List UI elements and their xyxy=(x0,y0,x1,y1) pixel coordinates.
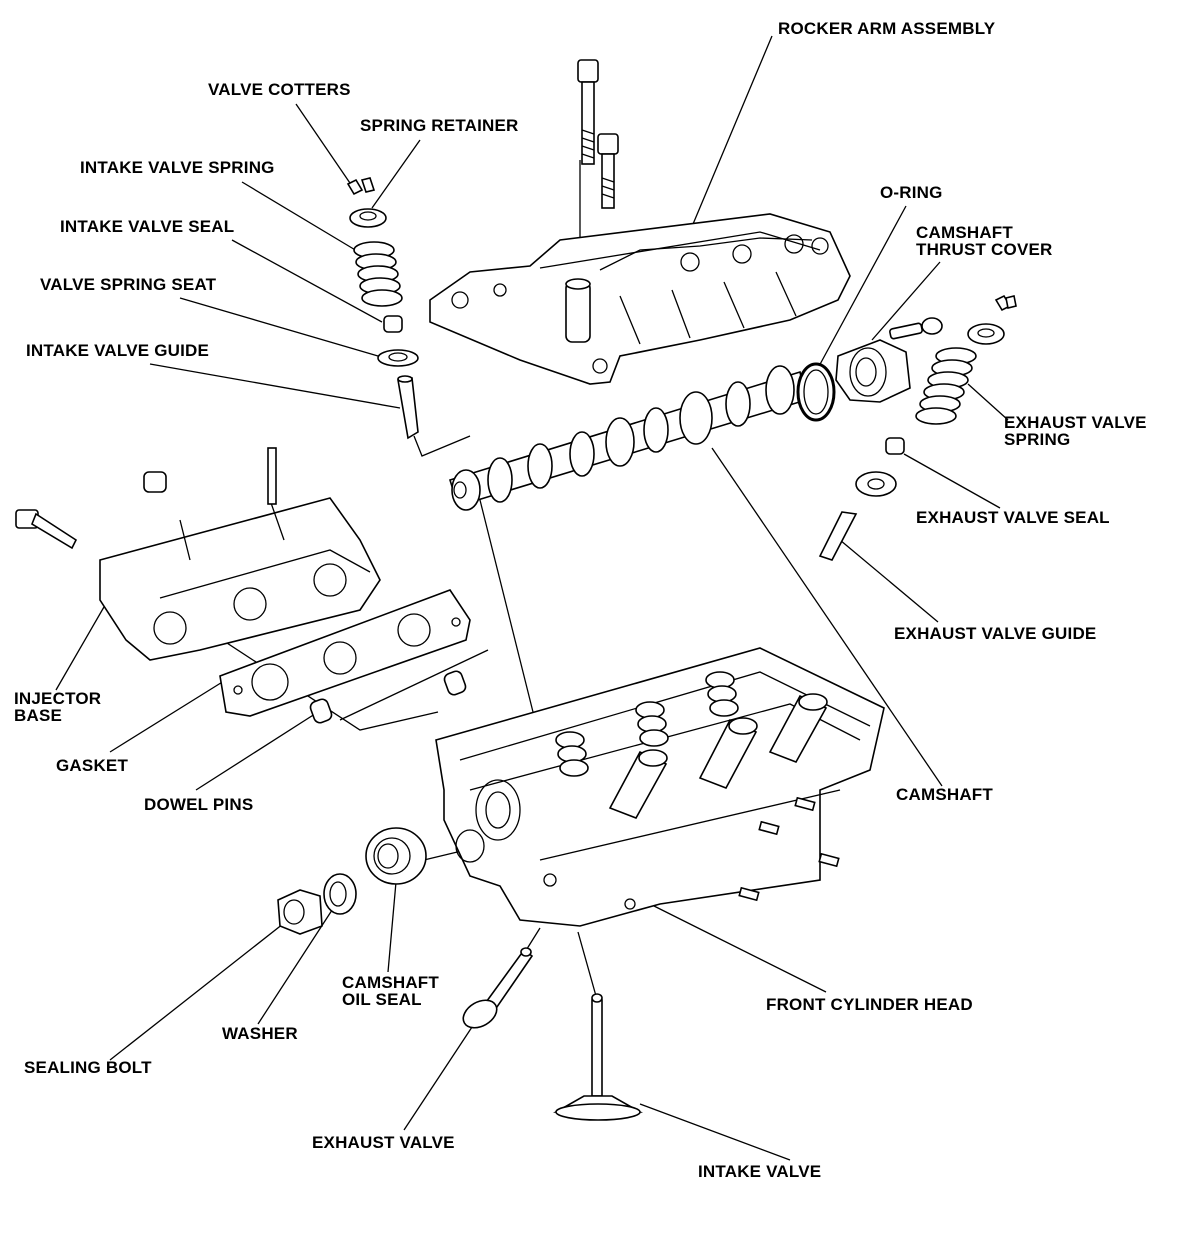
leader-exhaust-valve xyxy=(403,1023,475,1131)
camshaft-oil-seal-part xyxy=(365,827,427,885)
label-injector-base: INJECTOR BASE xyxy=(14,690,101,724)
dowel-pin-2 xyxy=(443,670,467,696)
leader-valve-cotters xyxy=(295,103,353,187)
label-camshaft-thrust-cover: CAMSHAFT THRUST COVER xyxy=(916,224,1053,258)
label-camshaft-thrust-cover-line1: CAMSHAFT xyxy=(916,223,1013,242)
label-valve-cotters: VALVE COTTERS xyxy=(208,80,351,99)
alignment-line-gasket xyxy=(339,649,489,721)
exhaust-valve-part xyxy=(462,947,534,1029)
alignment-line-intake-valve xyxy=(577,931,597,997)
leader-camshaft xyxy=(711,447,943,787)
dowel-pin-1 xyxy=(309,698,333,724)
sealing-bolt-part xyxy=(277,889,323,935)
label-intake-valve-guide: INTAKE VALVE GUIDE xyxy=(26,341,210,360)
leader-camshaft-thrust-cover xyxy=(871,261,941,341)
label-exhaust-valve-spring: EXHAUST VALVE SPRING xyxy=(1004,414,1147,448)
label-spring-retainer: SPRING RETAINER xyxy=(360,116,519,135)
intake-valve-part xyxy=(552,993,644,1121)
leader-intake-valve-guide xyxy=(149,363,401,409)
leader-injector-base xyxy=(55,599,109,691)
leader-gasket xyxy=(109,675,233,753)
leader-dowel-pins xyxy=(195,711,319,791)
alignment-line-cam xyxy=(479,499,541,741)
washer-inner xyxy=(329,881,347,907)
leader-sealing-bolt xyxy=(109,919,289,1061)
intake-valve-stack xyxy=(346,177,419,440)
label-valve-spring-seat: VALVE SPRING SEAT xyxy=(40,275,217,294)
leader-valve-spring-seat xyxy=(179,297,379,357)
intake-spring-coils xyxy=(353,241,403,307)
label-intake-valve-seal: INTAKE VALVE SEAL xyxy=(60,217,235,236)
label-rocker-arm-assembly: ROCKER ARM ASSEMBLY xyxy=(778,19,996,38)
label-camshaft-oil-seal-line2: OIL SEAL xyxy=(342,990,422,1009)
label-exhaust-valve: EXHAUST VALVE xyxy=(312,1133,455,1152)
washer-part xyxy=(323,873,357,915)
leader-front-cylinder-head xyxy=(649,903,827,993)
gasket-part xyxy=(219,589,471,717)
leader-intake-valve-seal xyxy=(231,239,383,323)
label-exhaust-valve-spring-line1: EXHAUST VALVE xyxy=(1004,413,1147,432)
leader-exhaust-valve-guide xyxy=(839,539,939,623)
camshaft-thrust-cover-part xyxy=(835,317,943,403)
front-cylinder-head-part xyxy=(435,647,885,927)
leader-exhaust-valve-spring xyxy=(967,383,1009,421)
label-intake-valve-spring: INTAKE VALVE SPRING xyxy=(80,158,275,177)
camshaft-part xyxy=(449,365,807,511)
leader-exhaust-valve-seal xyxy=(903,453,1001,509)
rocker-arm-assembly xyxy=(429,213,851,385)
rocker-bolts xyxy=(577,59,619,209)
leader-lines xyxy=(55,35,1009,1161)
leader-rocker-arm-assembly xyxy=(687,35,773,237)
exhaust-valve-stack xyxy=(818,294,1017,561)
leader-intake-valve-spring xyxy=(241,181,363,255)
leader-washer xyxy=(257,903,337,1025)
label-washer: WASHER xyxy=(222,1024,298,1043)
label-dowel-pins: DOWEL PINS xyxy=(144,795,254,814)
label-camshaft-thrust-cover-line2: THRUST COVER xyxy=(916,240,1053,259)
leader-camshaft-oil-seal xyxy=(387,881,397,973)
label-camshaft-oil-seal-line1: CAMSHAFT xyxy=(342,973,439,992)
alignment-line-guide xyxy=(413,435,471,457)
label-exhaust-valve-guide: EXHAUST VALVE GUIDE xyxy=(894,624,1097,643)
label-camshaft-oil-seal: CAMSHAFT OIL SEAL xyxy=(342,974,439,1008)
label-intake-valve: INTAKE VALVE xyxy=(698,1162,822,1181)
o-ring-inner xyxy=(803,369,829,415)
label-camshaft: CAMSHAFT xyxy=(896,785,993,804)
label-sealing-bolt: SEALING BOLT xyxy=(24,1058,152,1077)
label-exhaust-valve-spring-line2: SPRING xyxy=(1004,430,1071,449)
label-o-ring: O-RING xyxy=(880,183,943,202)
label-gasket: GASKET xyxy=(56,756,129,775)
label-injector-base-line1: INJECTOR xyxy=(14,689,102,708)
injector-base-part xyxy=(15,447,381,661)
label-front-cylinder-head: FRONT CYLINDER HEAD xyxy=(766,995,973,1014)
leader-spring-retainer xyxy=(371,139,421,209)
leader-o-ring xyxy=(817,205,907,369)
label-exhaust-valve-seal: EXHAUST VALVE SEAL xyxy=(916,508,1110,527)
label-injector-base-line2: BASE xyxy=(14,706,63,725)
leader-intake-valve xyxy=(639,1103,791,1161)
